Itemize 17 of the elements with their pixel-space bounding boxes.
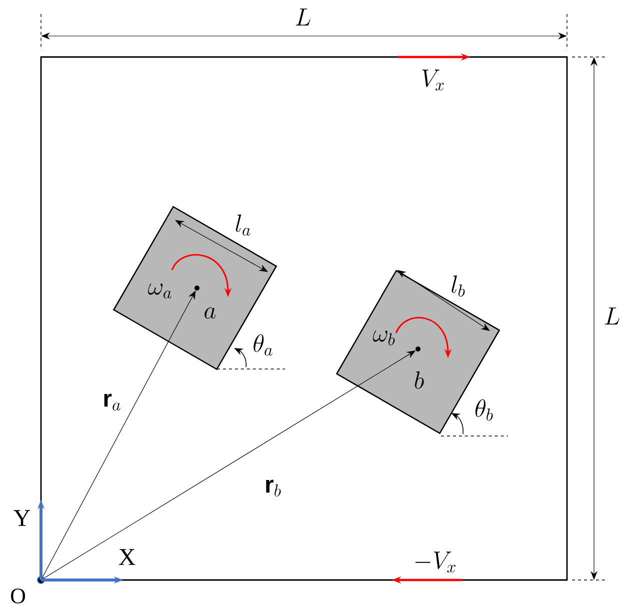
edge-label: $\mathbf{r}_a$ [104, 394, 120, 410]
angle-label: $\theta_b$ [476, 399, 493, 421]
origin-label: O [11, 588, 26, 604]
angle-label: $\theta_a$ [254, 334, 272, 356]
dimension-label: $l_a$ [236, 214, 250, 236]
velocity-label: $V_x$ [422, 70, 444, 90]
angular-velocity-label: $\omega_b$ [372, 330, 395, 346]
velocity-label: $-V_x$ [415, 552, 456, 572]
dimension-label: $L$ [296, 8, 310, 26]
center-label: $a$ [204, 307, 216, 319]
axis-label: Y [14, 510, 30, 526]
edge-label: $\mathbf{r}_b$ [266, 480, 281, 496]
center-label: $b$ [414, 371, 424, 389]
angular-velocity-label: $\omega_a$ [148, 284, 172, 298]
dimension-label: $l_b$ [452, 276, 465, 297]
dimension-label: $L$ [604, 308, 620, 324]
axis-label: X [118, 549, 136, 565]
